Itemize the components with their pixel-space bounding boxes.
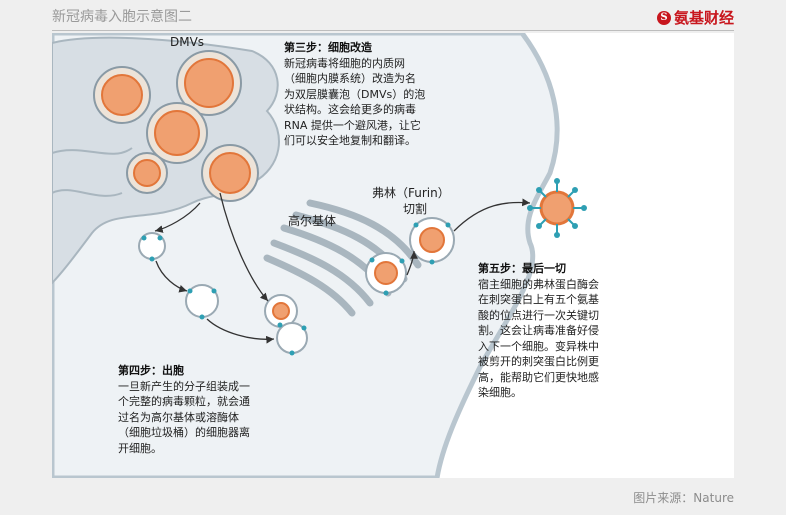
brand-logo-icon: S xyxy=(656,10,671,25)
step4-block: 第四步：出胞 一旦新产生的分子组装成一 个完整的病毒颗粒，就会通 过名为高尔基体… xyxy=(118,363,250,456)
step4-heading: 第四步：出胞 xyxy=(118,364,184,377)
step3-block: 第三步：细胞改造 新冠病毒将细胞的内质网 （细胞内膜系统）改造为名 为双层膜囊泡… xyxy=(284,40,425,149)
step3-heading: 第三步：细胞改造 xyxy=(284,41,372,54)
step3-line: 为双层膜囊泡（DMVs）的泡 xyxy=(284,87,426,101)
golgi-label: 高尔基体 xyxy=(288,214,337,228)
released-virion xyxy=(527,178,587,238)
step5-line: 宿主细胞的弗林蛋白酶会 xyxy=(478,277,599,291)
step5-line: 被剪开的刺突蛋白比例更 xyxy=(478,355,599,368)
step4-line: 个完整的病毒颗粒，就会通 xyxy=(118,395,250,408)
image-credit: 图片来源：Nature xyxy=(633,491,734,505)
step3-line: 们可以安全地复制和翻译。 xyxy=(284,134,416,147)
step3-line: 状结构。这会给更多的病毒 xyxy=(284,103,416,116)
transport-vesicles xyxy=(138,217,455,354)
diagram-panel: DMVs 高尔基体 弗林（Furin） 切割 第三步：细胞改造 新冠病毒将细胞的… xyxy=(52,33,734,478)
step3-line: （细胞内膜系统）改造为名 xyxy=(284,72,416,85)
brand-logo: S 氨基财经 xyxy=(656,7,734,28)
pathway-arrows xyxy=(154,192,531,344)
step5-line: 入下一个细胞。变异株中 xyxy=(478,339,599,353)
step5-line: 染细胞。 xyxy=(478,386,522,399)
step5-heading: 第五步：最后一切 xyxy=(478,262,566,275)
step5-block: 第五步：最后一切 宿主细胞的弗林蛋白酶会 在刺突蛋白上有五个氨基 酸的位点进行一… xyxy=(478,261,599,401)
step5-line: 酸的位点进行一次关键切 xyxy=(478,308,599,322)
step5-line: 割。这会让病毒准备好侵 xyxy=(478,324,599,337)
step5-line: 在刺突蛋白上有五个氨基 xyxy=(478,293,599,306)
furin-cleavage-label: 切割 xyxy=(403,202,428,216)
brand-name: 氨基财经 xyxy=(673,9,734,27)
step5-line: 高，能帮助它们更快地感 xyxy=(478,370,599,384)
step4-line: 开细胞。 xyxy=(118,441,162,455)
step3-line: 新冠病毒将细胞的内质网 xyxy=(284,56,405,70)
spike-proteins xyxy=(141,222,451,356)
step4-line: 一旦新产生的分子组装成一 xyxy=(118,379,250,393)
dmvs-label: DMVs xyxy=(170,35,205,49)
step4-line: （细胞垃圾桶）的细胞器离 xyxy=(118,426,250,439)
furin-label: 弗林（Furin） xyxy=(372,186,450,200)
page-title: 新冠病毒入胞示意图二 xyxy=(52,9,192,25)
step4-line: 过名为高尔基体或溶酶体 xyxy=(118,410,239,424)
header-divider xyxy=(52,30,734,31)
dmv-vesicles xyxy=(93,50,259,202)
diagram-canvas xyxy=(52,33,587,478)
step3-line: RNA 提供一个避风港，让它 xyxy=(284,118,421,132)
